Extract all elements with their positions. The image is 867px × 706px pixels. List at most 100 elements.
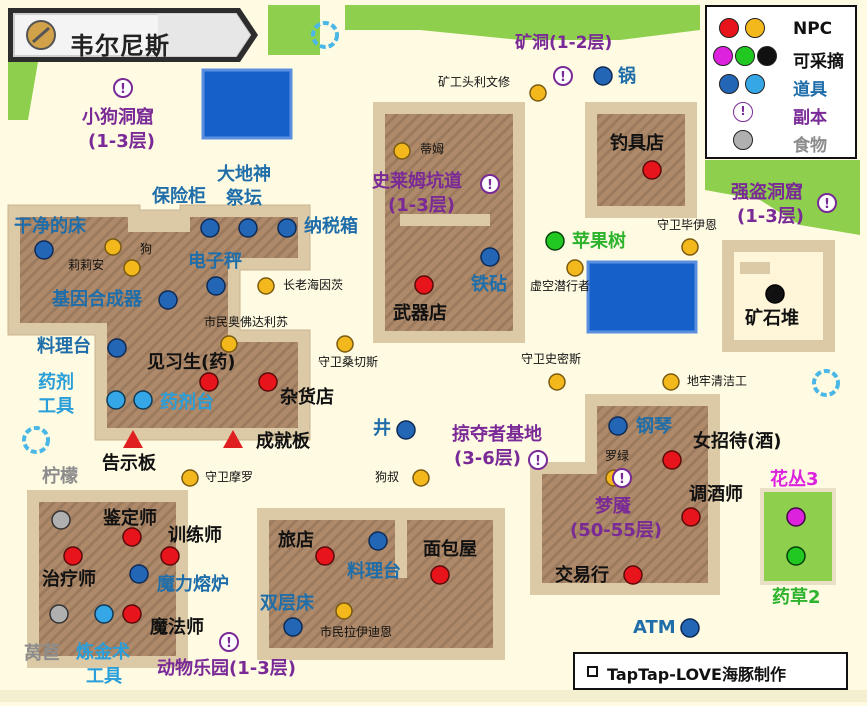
label-safe: 保险柜 — [152, 186, 206, 207]
npc-bakery[interactable] — [430, 565, 450, 585]
npc-weapon-shop[interactable] — [414, 275, 434, 295]
label-achievement-board: 成就板 — [256, 431, 310, 452]
npc-dog[interactable] — [104, 238, 122, 256]
dungeon-marker-text: ! — [487, 178, 493, 193]
npc-guard-moluo[interactable] — [181, 469, 199, 487]
item-piano[interactable] — [608, 416, 628, 436]
npc-trade[interactable] — [623, 565, 643, 585]
label-trade: 交易行 — [555, 565, 609, 586]
item-blue-icon — [719, 74, 739, 94]
item-altar[interactable] — [238, 218, 258, 238]
building-weapon-shop — [373, 102, 525, 343]
npc-uncle-dog[interactable] — [412, 469, 430, 487]
npc-elder[interactable] — [257, 277, 275, 295]
label-mage: 魔法师 — [150, 617, 204, 638]
npc-trainer[interactable] — [160, 546, 180, 566]
gather-magenta-icon — [713, 46, 733, 66]
label-mine: 矿洞(1-2层) — [515, 33, 613, 53]
item-potion-tool[interactable] — [106, 390, 126, 410]
npc-yellow-icon — [745, 18, 765, 38]
food-lemon[interactable] — [51, 510, 71, 530]
npc-apprentice[interactable] — [199, 372, 219, 392]
label-potion-table: 药剂台 — [160, 392, 214, 413]
dungeon-bandit-cave-icon[interactable] — [817, 193, 837, 213]
item-bunk-bed[interactable] — [283, 617, 303, 637]
label-raider-base: 掠夺者基地 — [452, 424, 542, 445]
npc-lilian[interactable] — [123, 259, 141, 277]
npc-tim[interactable] — [393, 142, 411, 160]
npc-healer[interactable] — [63, 546, 83, 566]
npc-void-diver[interactable] — [566, 259, 584, 277]
npc-guard-sangqie[interactable] — [336, 335, 354, 353]
label-bandit-cave-floors: (1-3层) — [737, 206, 804, 227]
label-well: 井 — [373, 418, 391, 439]
grass-area — [705, 160, 860, 235]
label-puppy-cave-floors: (1-3层) — [88, 131, 155, 152]
item-potion-table[interactable] — [133, 390, 153, 410]
item-gene-synth[interactable] — [158, 290, 178, 310]
dungeon-zoo-icon[interactable] — [219, 632, 239, 652]
label-void-diver: 虚空潜行者 — [530, 279, 591, 293]
npc-maid-bar[interactable] — [662, 450, 682, 470]
item-atm[interactable] — [680, 618, 700, 638]
npc-bartender[interactable] — [681, 507, 701, 527]
item-cooking-table2[interactable] — [368, 531, 388, 551]
achievement-board-icon[interactable] — [223, 430, 243, 448]
gather-herb[interactable] — [786, 546, 806, 566]
food-gray-icon — [733, 130, 753, 150]
item-pot[interactable] — [593, 66, 613, 86]
npc-guard-biyien[interactable] — [681, 238, 699, 256]
label-weapon-shop: 武器店 — [393, 303, 447, 324]
item-e-scale[interactable] — [206, 276, 226, 296]
dungeon-mine-icon[interactable] — [553, 66, 573, 86]
dungeon-marker-text: ! — [824, 197, 830, 212]
label-guard-sangqie: 守卫桑切斯 — [318, 355, 379, 369]
npc-appraiser[interactable] — [122, 527, 142, 547]
item-magic-furnace[interactable] — [129, 564, 149, 584]
npc-dungeon-cleaner[interactable] — [662, 373, 680, 391]
teleport-icon[interactable] — [311, 21, 339, 49]
credit-box: TapTap-LOVE海豚制作 — [573, 652, 848, 690]
gather-flower-bush[interactable] — [786, 507, 806, 527]
label-notice-board: 告示板 — [102, 453, 156, 474]
item-safe[interactable] — [200, 218, 220, 238]
building-healer — [27, 490, 188, 668]
item-cooking-table[interactable] — [107, 338, 127, 358]
npc-citizen-aodd[interactable] — [220, 335, 238, 353]
gather-apple-tree[interactable] — [545, 231, 565, 251]
dungeon-raider-base-icon[interactable] — [528, 450, 548, 470]
label-nightmare: 梦魇 — [595, 496, 631, 517]
npc-fishing-shop[interactable] — [642, 160, 662, 180]
label-guard-biyien: 守卫毕伊恩 — [657, 218, 718, 232]
label-altar: 祭坛 — [226, 188, 262, 209]
notice-board-icon[interactable] — [123, 430, 143, 448]
teleport-icon[interactable] — [22, 426, 50, 454]
npc-inn[interactable] — [315, 546, 335, 566]
label-puppy-cave: 小狗洞窟 — [82, 107, 154, 128]
item-well[interactable] — [396, 420, 416, 440]
label-e-scale: 电子秤 — [188, 251, 242, 272]
item-alchemy-tool[interactable] — [94, 604, 114, 624]
label-slime-tunnel-floors: (1-3层) — [388, 195, 455, 216]
npc-general-store[interactable] — [258, 372, 278, 392]
dungeon-marker-text: ! — [619, 472, 625, 487]
item-clean-bed[interactable] — [34, 240, 54, 260]
dungeon-puppy-cave-icon[interactable] — [113, 78, 133, 98]
legend-label-food: 食物 — [793, 136, 827, 156]
item-anvil[interactable] — [480, 247, 500, 267]
checkbox-icon — [587, 666, 598, 677]
label-dog: 狗 — [140, 242, 153, 256]
npc-guard-shimi[interactable] — [548, 373, 566, 391]
dungeon-nightmare-icon[interactable] — [612, 468, 632, 488]
food-lettuce[interactable] — [49, 604, 69, 624]
dungeon-slime-tunnel-icon[interactable] — [480, 174, 500, 194]
item-tax-box[interactable] — [277, 218, 297, 238]
label-general-store: 杂货店 — [280, 387, 334, 408]
npc-mage[interactable] — [122, 604, 142, 624]
teleport-icon[interactable] — [812, 369, 840, 397]
gather-ore-pile[interactable] — [765, 284, 785, 304]
npc-mine-foreman[interactable] — [529, 84, 547, 102]
grass-area — [8, 62, 38, 120]
npc-citizen-layi[interactable] — [335, 602, 353, 620]
